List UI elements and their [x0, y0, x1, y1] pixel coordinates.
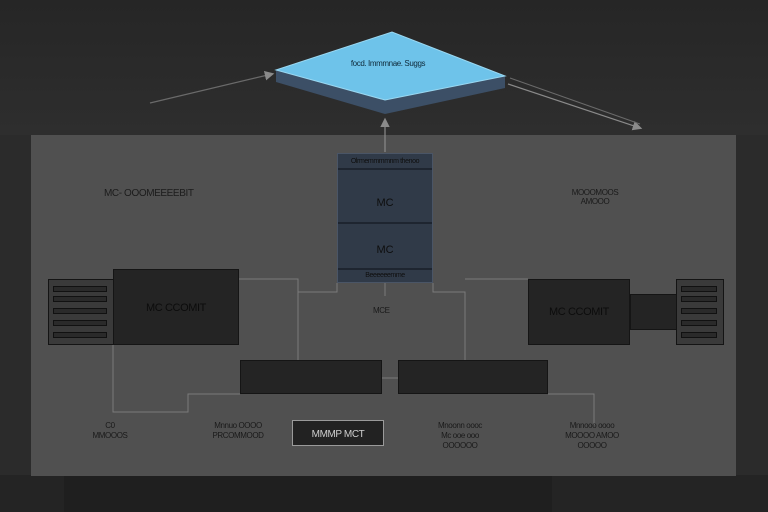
stack-divider — [338, 168, 432, 170]
stack-cell-2[interactable]: MC — [376, 244, 394, 256]
port-slot — [53, 320, 107, 326]
port-slot — [53, 308, 107, 314]
left-port-connector — [48, 279, 114, 345]
right-port-connector — [676, 279, 724, 345]
port-slot — [681, 286, 717, 292]
bottom-left-label-2: MMOOOS — [92, 431, 128, 440]
right-title-line-1: MOOOMOOS — [571, 188, 619, 197]
right-controller-box[interactable]: MC CCOMIT — [528, 279, 630, 345]
left-title: MC- OOOMEEEEBIT — [104, 188, 194, 199]
memory-stack[interactable]: Olrmemmmmnm thenoo MC MC Beeeeeemme — [337, 153, 433, 283]
left-controller-label: MC CCOMIT — [146, 302, 206, 314]
right-title-line-2: AMOOO — [580, 197, 610, 206]
port-slot — [681, 296, 717, 302]
stack-header: Olrmemmmmnm thenoo — [350, 158, 420, 165]
bottom-mid-right-label-1: Mnoonn oooc — [437, 421, 483, 430]
stack-divider — [338, 222, 432, 224]
arrow-right-top — [507, 83, 643, 131]
bottom-right-label-3: OOOOO — [577, 441, 607, 450]
top-node[interactable] — [274, 31, 507, 114]
mid-label: MCE — [373, 306, 390, 315]
port-slot — [53, 296, 107, 302]
stack-cell-1[interactable]: MC — [376, 197, 394, 209]
bottom-mid-left-label-1: Mnnuo OOOO — [214, 421, 262, 430]
port-slot — [53, 332, 107, 338]
bottom-mid-right-label-3: OOOOOO — [442, 441, 478, 450]
center-badge[interactable]: MMMP MCT — [292, 420, 384, 446]
port-slot — [53, 286, 107, 292]
bottom-mid-right-label-2: Mc ooe ooo — [441, 431, 479, 440]
stack-divider — [338, 268, 432, 270]
port-slot — [681, 320, 717, 326]
stack-footer: Beeeeeemme — [365, 272, 405, 279]
background-bottom-shadow — [64, 475, 552, 512]
center-badge-label: MMMP MCT — [311, 429, 365, 440]
bottom-bar-right[interactable] — [398, 360, 548, 394]
bottom-left-label-1: C0 — [105, 421, 115, 430]
bottom-mid-left-label-2: PRCOMMOOD — [212, 431, 264, 440]
bottom-right-label-2: MOOOO AMOO — [565, 431, 619, 440]
arrow-left-top — [149, 70, 275, 104]
port-slot — [681, 308, 717, 314]
port-slot — [681, 332, 717, 338]
bottom-bar-left[interactable] — [240, 360, 382, 394]
top-node-label: focd. Immmnae. Suggs — [350, 59, 426, 68]
bottom-right-label-1: Mnnooo oooo — [569, 421, 615, 430]
right-controller-label: MC CCOMIT — [549, 306, 609, 318]
left-controller-box[interactable]: MC CCOMIT — [113, 269, 239, 345]
